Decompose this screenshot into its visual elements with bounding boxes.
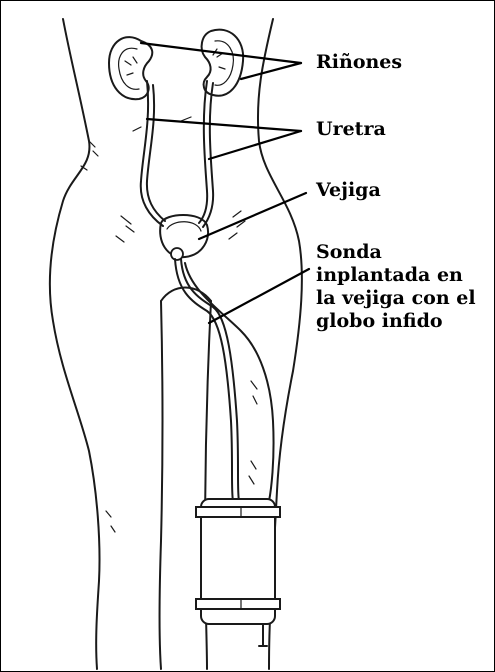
label-catheter-line-1: Sonda [316,241,476,264]
bladder-inner [167,222,201,231]
leg-strap-top [196,507,280,517]
left-body-outline [50,19,100,669]
label-bladder: Vejiga [316,179,381,202]
leader-kidneys-right [241,63,301,79]
inner-leg-left [160,301,163,669]
label-catheter-line-3: la vejiga con el [316,287,476,310]
left-ureter-2 [147,85,165,221]
label-kidneys: Riñones [316,51,402,74]
leader-catheter [209,269,309,323]
drainage-bag-outlet [259,624,267,646]
leader-ureter-right [209,131,301,159]
left-kidney-inner [119,48,139,89]
label-catheter: Sonda inplantada en la vejiga con el glo… [316,241,476,333]
leader-ureter-left [147,119,301,131]
right-kidney-inner [213,41,233,85]
leg-strap-bottom [196,599,280,609]
catheter-tube-2 [181,259,239,501]
label-catheter-line-4: globo infido [316,310,476,333]
right-ureter [199,81,207,223]
leader-kidneys-left [141,43,301,63]
left-kidney [109,37,152,99]
catheter-tube-3 [185,263,274,501]
label-ureter: Uretra [316,118,386,141]
shading-strokes [81,117,257,532]
label-catheter-line-2: inplantada en [316,264,476,287]
leader-bladder [199,193,306,239]
right-kidney [202,30,244,96]
